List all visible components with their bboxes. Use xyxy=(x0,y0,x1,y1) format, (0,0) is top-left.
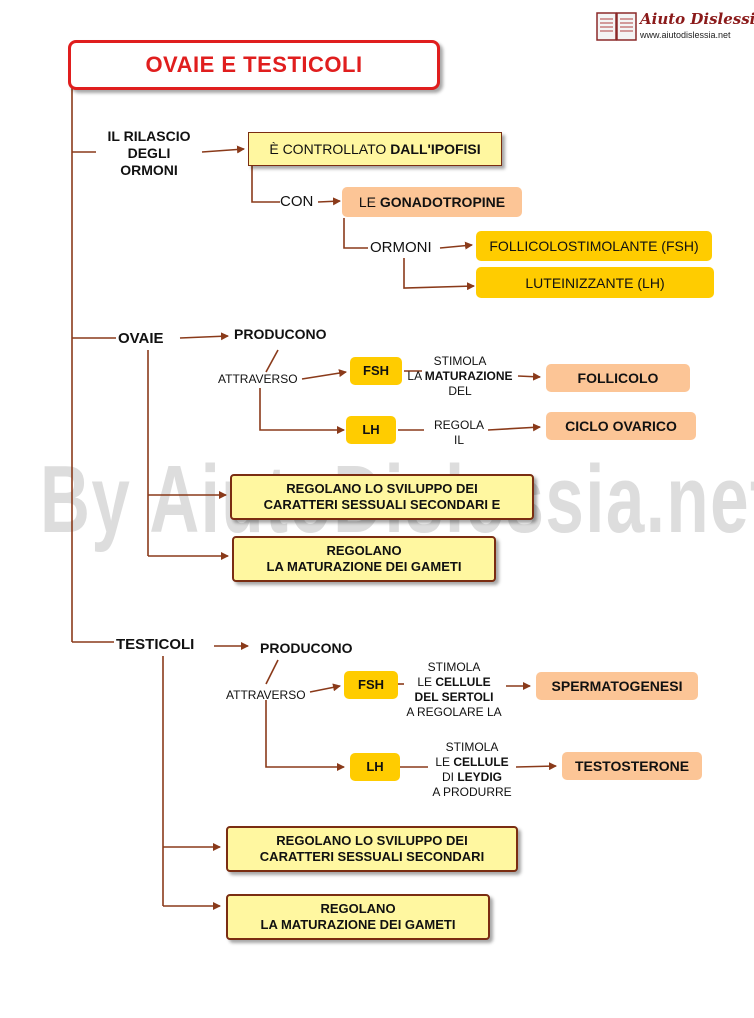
box-line: LA MATURAZIONE DEI GAMETI xyxy=(260,917,456,932)
action-line: DEL xyxy=(448,384,472,398)
rilascio-label-line: IL RILASCIO xyxy=(107,128,191,144)
arrow-fsh-follicolo xyxy=(517,372,541,381)
ciclo-ovarico-box: CICLO OVARICO xyxy=(546,412,696,440)
action-line: REGOLA xyxy=(433,418,484,432)
gonadotropine-box: LE GONADOTROPINE xyxy=(342,187,522,217)
arrow-lh-testosterone xyxy=(515,762,557,771)
arrow-attraverso-fsh xyxy=(301,369,347,380)
testicoli-label: TESTICOLI xyxy=(116,636,195,653)
testicoli-gameti-box: REGOLANO LA MATURAZIONE DEI GAMETI xyxy=(226,894,490,940)
line-producono-attraverso-t xyxy=(265,659,279,685)
ovaie-gameti-box: REGOLANO LA MATURAZIONE DEI GAMETI xyxy=(232,536,496,582)
testicoli-fsh-box: FSH xyxy=(344,671,398,699)
arrow-con-gonadotropine xyxy=(317,197,341,206)
testicoli-lh-action: STIMOLA LE CELLULE DI LEYDIG A PRODURRE xyxy=(426,740,518,800)
ovaie-attraverso: ATTRAVERSO xyxy=(218,372,298,386)
action-line: STIMOLA xyxy=(445,740,499,754)
con-label: CON xyxy=(280,193,314,210)
testicoli-lh-box: LH xyxy=(350,753,400,781)
line-to-ormoni xyxy=(343,218,368,249)
ovaie-lh-action: REGOLA IL xyxy=(424,418,494,448)
controllato-text: È CONTROLLATO xyxy=(269,141,391,157)
ormoni-label: ORMONI xyxy=(370,239,432,256)
book-icon xyxy=(596,12,637,41)
action-line: STIMOLA xyxy=(427,660,481,674)
controllato-box: È CONTROLLATO DALL'IPOFISI xyxy=(248,132,502,166)
rilascio-label: IL RILASCIO DEGLI ORMONI xyxy=(96,128,202,179)
box-line: REGOLANO xyxy=(320,901,396,916)
line-producono-attraverso xyxy=(265,349,279,373)
title-box: OVAIE E TESTICOLI xyxy=(68,40,440,90)
arrow-attraverso-fsh-t xyxy=(309,683,341,693)
page-title: OVAIE E TESTICOLI xyxy=(145,52,363,77)
ovaie-producono: PRODUCONO xyxy=(234,326,327,342)
testicoli-attraverso: ATTRAVERSO xyxy=(226,688,306,702)
ovaie-label: OVAIE xyxy=(118,330,164,347)
ovaie-fsh-action: STIMOLA LA MATURAZIONE DEL xyxy=(398,354,522,399)
box-line: LA MATURAZIONE DEI GAMETI xyxy=(266,559,462,574)
lh-full-box: LUTEINIZZANTE (LH) xyxy=(476,267,714,298)
gonadotropine-bold: GONADOTROPINE xyxy=(379,194,506,210)
action-line: IL xyxy=(453,433,464,447)
action-line: STIMOLA xyxy=(433,354,487,368)
arrow-ormoni-lh xyxy=(403,258,475,291)
action-line-bold: DEL SERTOLI xyxy=(414,690,494,704)
rilascio-label-line: DEGLI xyxy=(127,145,171,161)
box-line: CARATTERI SESSUALI SECONDARI E xyxy=(263,497,501,512)
gonadotropine-text: LE xyxy=(358,194,380,210)
action-line: LE xyxy=(417,675,436,689)
fsh-full-box: FOLLICOLOSTIMOLANTE (FSH) xyxy=(476,231,712,261)
arrow-attraverso-lh xyxy=(259,388,345,434)
line-to-con xyxy=(251,166,280,203)
arrow-ovaie-producono xyxy=(179,332,229,341)
follicolo-box: FOLLICOLO xyxy=(546,364,690,392)
testicoli-sviluppo-box: REGOLANO LO SVILUPPO DEI CARATTERI SESSU… xyxy=(226,826,518,872)
arrow-lh-ciclo xyxy=(487,423,541,432)
action-line: A PRODURRE xyxy=(432,785,512,799)
ovaie-sviluppo-box: REGOLANO LO SVILUPPO DEI CARATTERI SESSU… xyxy=(230,474,534,520)
box-line: CARATTERI SESSUALI SECONDARI xyxy=(259,849,485,864)
action-line-bold: CELLULE xyxy=(435,675,491,689)
ovaie-fsh-box: FSH xyxy=(350,357,402,385)
action-line-bold: CELLULE xyxy=(453,755,509,769)
action-line: LE xyxy=(435,755,454,769)
action-line-bold: MATURAZIONE xyxy=(424,369,513,383)
rilascio-label-line: ORMONI xyxy=(120,162,178,178)
action-line: DI xyxy=(441,770,458,784)
arrow-rilascio-controllato xyxy=(201,145,245,154)
box-line: REGOLANO LO SVILUPPO DEI xyxy=(286,481,478,496)
box-line: REGOLANO xyxy=(326,543,402,558)
box-line: REGOLANO LO SVILUPPO DEI xyxy=(276,833,468,848)
action-line-bold: LEYDIG xyxy=(457,770,502,784)
logo-name: Aiuto Dislessia xyxy=(640,10,754,28)
controllato-bold: DALL'IPOFISI xyxy=(390,141,481,157)
ovaie-lh-box: LH xyxy=(346,416,396,444)
spermatogenesi-box: SPERMATOGENESI xyxy=(536,672,698,700)
testicoli-producono: PRODUCONO xyxy=(260,640,353,656)
logo-url: www.aiutodislessia.net xyxy=(640,30,731,40)
arrow-ormoni-fsh xyxy=(439,241,473,250)
arrow-attraverso-lh-t xyxy=(265,700,345,771)
action-line: A REGOLARE LA xyxy=(406,705,502,719)
logo: Aiuto Dislessia www.aiutodislessia.net xyxy=(596,10,754,44)
action-line: LA xyxy=(407,369,425,383)
testicoli-fsh-action: STIMOLA LE CELLULE DEL SERTOLI A REGOLAR… xyxy=(400,660,508,720)
testosterone-box: TESTOSTERONE xyxy=(562,752,702,780)
